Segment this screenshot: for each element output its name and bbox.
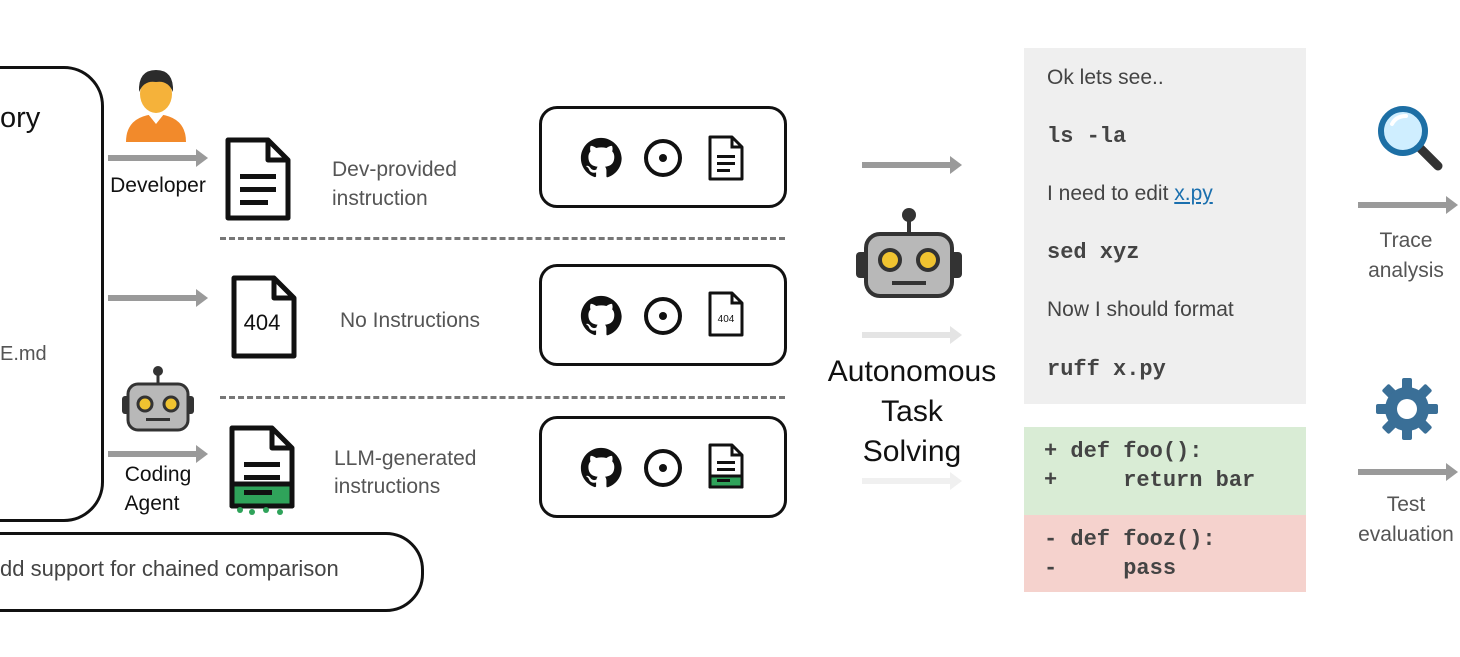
no-instruction-arrow	[108, 289, 208, 307]
github-icon	[580, 295, 622, 336]
trace-command: ruff x.py	[1047, 357, 1166, 382]
mini-document-icon	[708, 135, 744, 181]
instruction-label-llm-line2: instructions	[334, 475, 441, 498]
agent-input-arrow-dev	[862, 156, 962, 174]
diff-added-block	[1024, 427, 1306, 515]
llm-document-icon	[229, 425, 295, 515]
autonomous-label-line1: Autonomous	[827, 355, 997, 388]
repository-title: ory	[0, 102, 41, 134]
repository-box	[0, 66, 104, 522]
coding-agent-robot-icon	[122, 366, 194, 432]
trace-line: Ok lets see..	[1047, 66, 1164, 89]
autonomous-label-line3: Solving	[862, 435, 962, 468]
404-document-text: 404	[244, 310, 281, 335]
gear-icon	[1376, 378, 1438, 440]
issue-icon	[644, 139, 682, 177]
test-evaluation-line2: evaluation	[1358, 523, 1454, 546]
trace-line-text: I need to edit	[1047, 182, 1175, 205]
mini-404-document-icon: 404	[708, 291, 744, 337]
autonomous-agent-robot-icon	[856, 208, 962, 298]
diff-removed-line: - def fooz():	[1044, 527, 1216, 552]
trace-analysis-label: Trace analysis	[1341, 226, 1460, 286]
agent-trace-panel	[1024, 48, 1306, 404]
file-link[interactable]: x.py	[1174, 182, 1213, 205]
github-icon	[580, 137, 622, 178]
developer-label: Developer	[110, 174, 206, 197]
diff-removed-block	[1024, 515, 1306, 592]
diff-removed-line: - pass	[1044, 556, 1177, 581]
document-icon	[225, 137, 291, 221]
test-evaluation-arrow	[1358, 463, 1458, 481]
trace-analysis-line1: Trace	[1379, 229, 1433, 252]
github-icon	[580, 447, 622, 488]
combo-box-dev	[539, 106, 787, 208]
diff-added-line: + def foo():	[1044, 439, 1203, 464]
instruction-label-dev-line2: instruction	[332, 187, 428, 210]
autonomous-task-solving-label: Autonomous Task Solving	[812, 352, 1012, 472]
mini-llm-document-icon	[708, 443, 744, 489]
developer-arrow	[108, 149, 208, 167]
autonomous-label-line2: Task	[881, 395, 943, 428]
test-evaluation-line1: Test	[1386, 493, 1426, 516]
agent-input-arrow-none	[862, 326, 962, 344]
coding-agent-label-line2: Agent	[124, 492, 180, 515]
readme-file-label: E.md	[0, 343, 47, 365]
trace-line: Now I should format	[1047, 298, 1234, 321]
coding-agent-label-line1: Coding	[124, 463, 192, 486]
issue-icon	[644, 297, 682, 335]
trace-analysis-arrow	[1358, 196, 1458, 214]
trace-command: ls -la	[1047, 124, 1127, 149]
combo-box-none: 404	[539, 264, 787, 366]
404-document-icon: 404	[231, 275, 297, 359]
issue-icon	[644, 449, 682, 487]
trace-command: sed xyz	[1047, 240, 1140, 265]
developer-user-icon	[126, 70, 186, 142]
combo-box-llm	[539, 416, 787, 518]
test-evaluation-label: Test evaluation	[1341, 490, 1460, 550]
row-divider	[220, 237, 785, 240]
trace-line: I need to edit x.py	[1047, 182, 1213, 206]
instruction-label-dev-line1: Dev-provided	[332, 158, 457, 181]
row-divider	[220, 396, 785, 399]
trace-analysis-line2: analysis	[1368, 259, 1444, 282]
mini-404-document-text: 404	[718, 314, 735, 325]
instruction-label-none: No Instructions	[340, 309, 481, 332]
task-text: dd support for chained comparison	[0, 556, 339, 581]
diff-added-line: + return bar	[1044, 468, 1256, 493]
coding-agent-arrow	[108, 445, 208, 463]
instruction-label-llm-line1: LLM-generated	[334, 447, 477, 470]
agent-input-arrow-llm	[862, 472, 962, 490]
magnifier-icon	[1378, 106, 1443, 171]
task-box	[0, 532, 424, 612]
